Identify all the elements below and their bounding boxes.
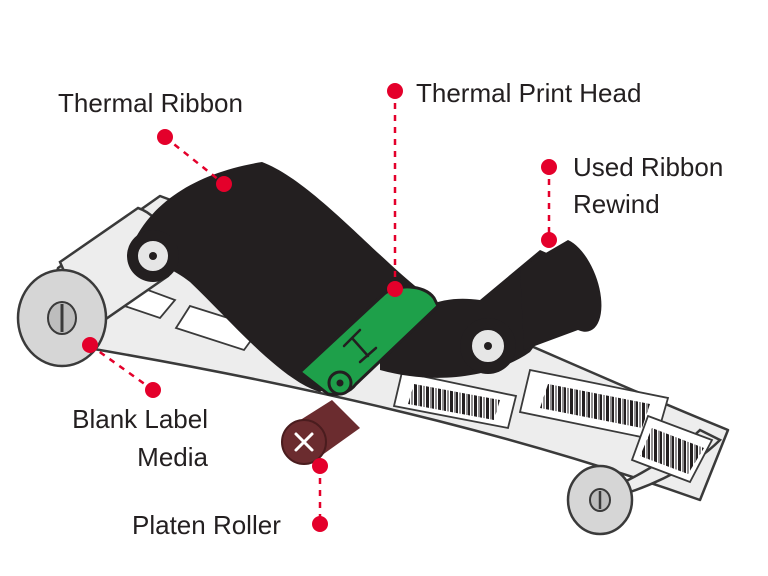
platen-roller xyxy=(281,400,360,465)
callout-line-blank-label xyxy=(89,343,154,392)
print-head-i-mark xyxy=(342,328,378,364)
callout-dot-print-head-label xyxy=(387,83,403,99)
used-ribbon xyxy=(380,240,602,378)
callout-dot-thermal-ribbon-label xyxy=(157,129,173,145)
callout-dot-platen-target xyxy=(312,458,328,474)
callout-dot-thermal-ribbon-target xyxy=(216,176,232,192)
label-used-ribbon-rewind-line1: Used Ribbon xyxy=(573,152,724,182)
callout-dot-blank-label-label xyxy=(145,382,161,398)
print-head-roller-hub xyxy=(336,379,344,387)
label-platen-roller: Platen Roller xyxy=(132,510,281,540)
barcode xyxy=(520,252,584,346)
callouts xyxy=(82,83,557,532)
x-mark-icon xyxy=(294,432,314,452)
callout-dot-used-ribbon-label xyxy=(541,159,557,175)
label-thermal-print-head: Thermal Print Head xyxy=(416,78,642,108)
callout-dot-used-ribbon-target xyxy=(541,232,557,248)
callout-dot-blank-label-target xyxy=(82,337,98,353)
barcode xyxy=(640,428,704,474)
callout-dot-print-head-target xyxy=(387,281,403,297)
spindle-pin xyxy=(484,342,492,350)
label-blank-label-media-line1: Blank Label xyxy=(72,404,208,434)
media-exit-roller xyxy=(566,464,634,536)
label-thermal-ribbon: Thermal Ribbon xyxy=(58,88,243,118)
barcode xyxy=(408,384,500,420)
label-used-ribbon-rewind-line2: Rewind xyxy=(573,189,660,219)
callout-dot-platen-label xyxy=(312,516,328,532)
barcode xyxy=(540,384,650,428)
label-blank-label-media-line2: Media xyxy=(137,442,208,472)
spindle-pin xyxy=(149,252,157,260)
callout-line-thermal-ribbon xyxy=(164,136,225,185)
